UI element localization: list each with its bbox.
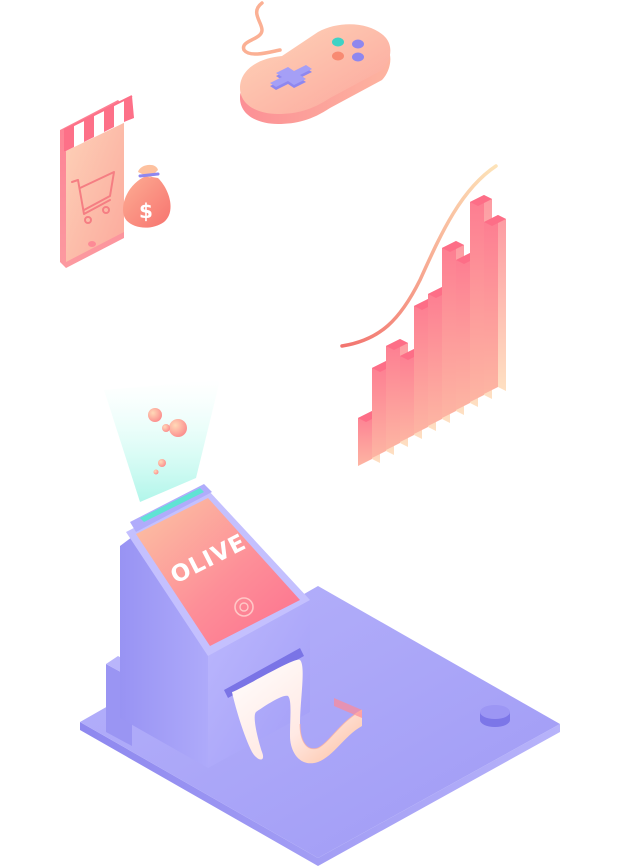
chart-bar-front: [442, 241, 456, 418]
controller-button-purple-bottom: [352, 52, 364, 62]
receipt-slot: [224, 648, 304, 698]
screen-button-icon: [234, 597, 254, 617]
chart-bar-front: [484, 215, 498, 394]
controller-button-orange: [332, 51, 344, 61]
chart-bar-front: [386, 339, 400, 450]
controller-cable: [241, 1, 282, 56]
chart-bars: [358, 195, 506, 466]
bubble-4: [158, 459, 166, 467]
shopping-phone-icon: [60, 95, 134, 268]
chart-bar-top: [470, 195, 492, 206]
kiosk-screen: [136, 498, 300, 646]
shop-awning: [63, 95, 134, 152]
chart-bar-front: [358, 411, 372, 466]
bubble-1: [148, 408, 162, 422]
receipt-paper-icon: [232, 659, 363, 764]
kiosk-body-left: [120, 534, 208, 768]
growth-curve: [340, 164, 498, 348]
chart-bar-front: [470, 195, 484, 402]
controller-body: [240, 24, 391, 114]
round-button-icon: [480, 705, 510, 727]
chart-bar-top: [442, 241, 464, 252]
chart-bar-top: [484, 215, 506, 226]
payment-kiosk-icon: OLIVE: [106, 484, 363, 768]
chart-bar-front: [428, 287, 442, 426]
dpad: [270, 65, 312, 90]
hologram-beam: [104, 380, 220, 502]
money-bag-body: [122, 176, 171, 228]
chart-bar-front: [456, 253, 470, 410]
phone-screen: [66, 106, 124, 262]
controller-button-purple-top: [352, 39, 364, 49]
money-bag-tie: [138, 172, 160, 178]
shopping-cart-icon: [71, 171, 115, 224]
money-bag-symbol: $: [139, 199, 153, 223]
chart-bar-top: [386, 339, 408, 350]
chart-bar-side: [498, 215, 506, 391]
bubble-2: [169, 419, 187, 437]
bubble-5: [153, 469, 159, 475]
phone-home-button: [88, 241, 96, 247]
chart-bar-front: [372, 361, 386, 458]
bubble-3: [162, 424, 170, 432]
controller-button-teal: [332, 37, 344, 47]
chart-bar-front: [400, 349, 414, 442]
game-controller-icon: [240, 1, 391, 124]
chart-bar-front: [414, 299, 428, 434]
kiosk-card-slot: [140, 488, 204, 522]
growth-bar-chart-icon: [340, 164, 506, 466]
money-bag-icon: $: [122, 164, 171, 228]
